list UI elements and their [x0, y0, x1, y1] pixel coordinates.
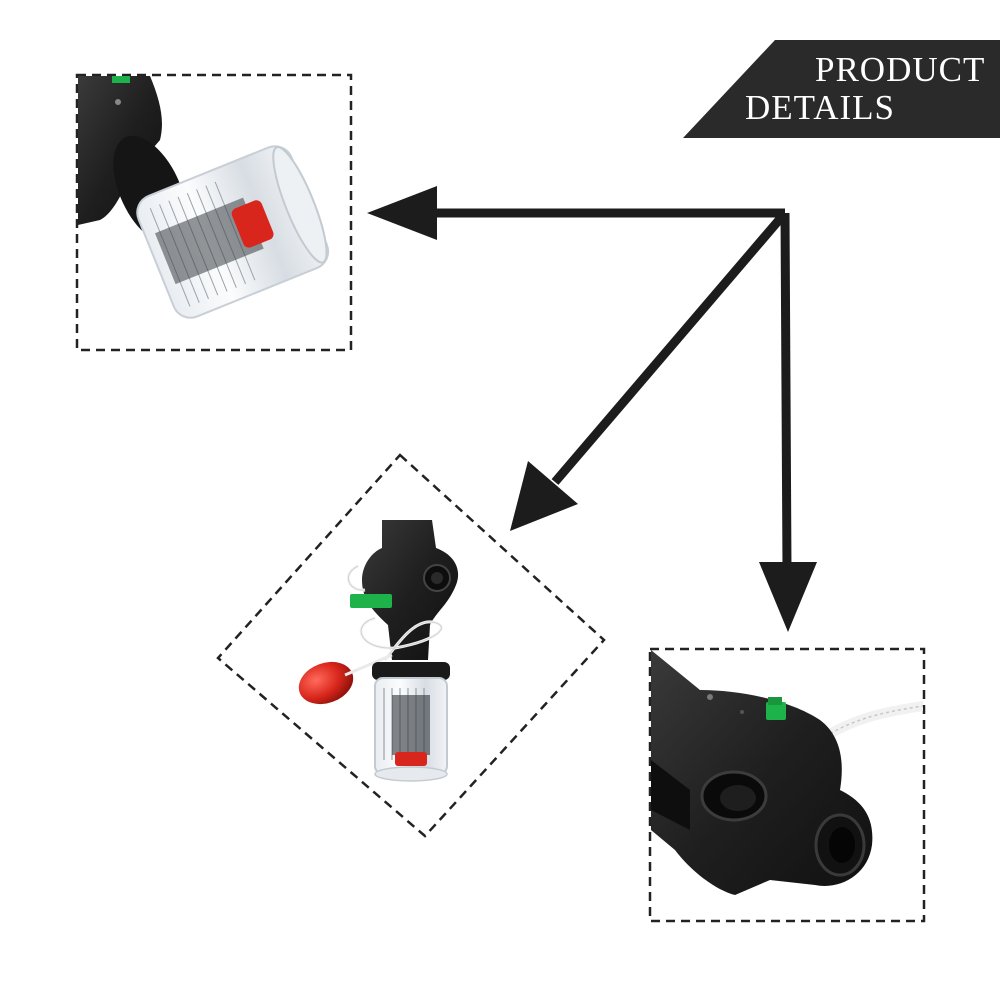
detail-frame-top-left	[75, 73, 353, 352]
detail-frame-center	[216, 453, 606, 838]
detail-frame-bottom-right	[648, 647, 926, 923]
cylinder-gauge-closeup-image	[78, 76, 330, 319]
arrow-to-bottom-right-icon	[759, 212, 817, 632]
banner-background	[683, 40, 1000, 138]
arrow-to-center-icon	[510, 210, 789, 531]
full-device-image	[298, 520, 459, 782]
outlet-port-closeup-image	[651, 650, 923, 895]
arrow-to-top-left-icon	[367, 186, 785, 240]
banner-title-line1: PRODUCT	[815, 50, 986, 89]
banner-title-line2: DETAILS	[745, 88, 896, 127]
